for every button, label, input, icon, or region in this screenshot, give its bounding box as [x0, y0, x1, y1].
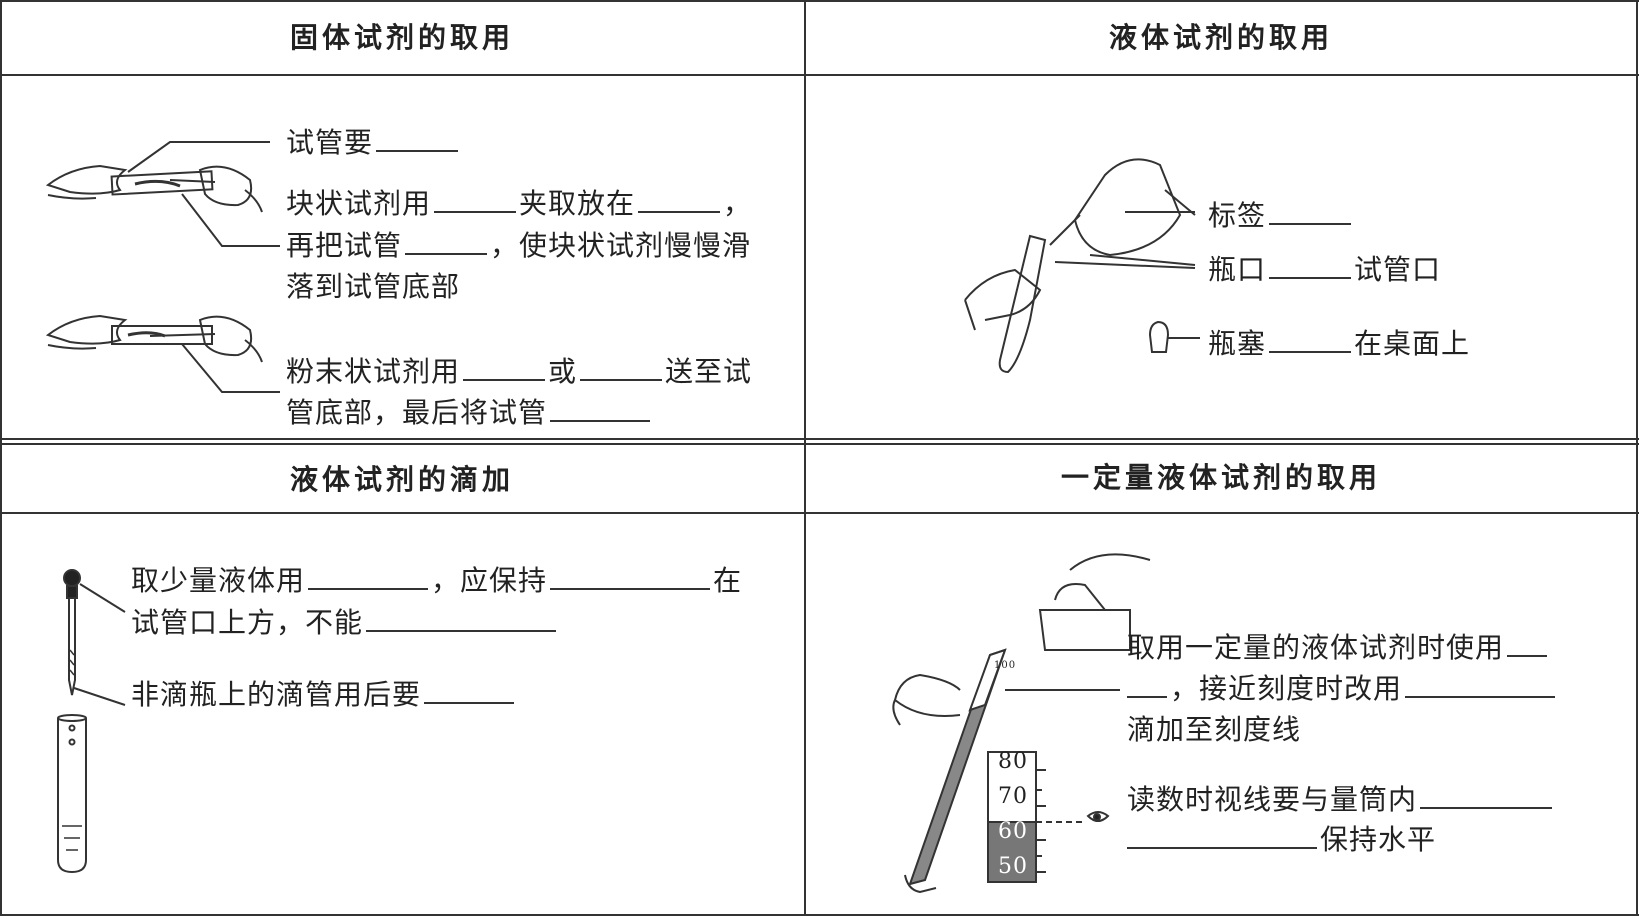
- solid-lump-text-d: 再把试管: [286, 229, 403, 262]
- dropping-text-c: 在: [713, 564, 743, 597]
- dropping-text-d: 试管口上方，不能: [131, 606, 364, 639]
- measured-text-a: 取用一定量的液体试剂时使用: [1127, 631, 1505, 664]
- header-divider-top: [0, 74, 1639, 76]
- liquid-mouth-text-b: 试管口: [1354, 253, 1442, 286]
- blank[interactable]: [550, 394, 651, 422]
- blank[interactable]: [1127, 670, 1167, 698]
- header-measured: 一定量液体试剂的取用: [1060, 461, 1381, 494]
- lump-illustration: [45, 141, 280, 247]
- liquid-label-text: 标签: [1208, 199, 1267, 232]
- blank[interactable]: [463, 353, 546, 381]
- blank[interactable]: [366, 604, 557, 632]
- solid-lump-text-b: 夹取放在: [519, 187, 636, 220]
- cylinder-illustration: [892, 553, 1151, 894]
- pouring-illustration: [964, 158, 1200, 374]
- column-divider: [804, 0, 806, 916]
- blank[interactable]: [1269, 325, 1352, 353]
- solid-lump-line1: 块状试剂用 夹取放在 ，: [286, 184, 752, 224]
- liquid-stopper-text-a: 瓶塞: [1208, 327, 1267, 360]
- measured-line5: 保持水平: [1127, 820, 1436, 860]
- blank[interactable]: [1127, 821, 1317, 849]
- solid-lump-text-c: ，: [723, 187, 753, 220]
- solid-powder-text-b: 或: [548, 355, 578, 388]
- border-right: [1636, 0, 1638, 916]
- solid-lump-line2: 再把试管 ，使块状试剂慢慢滑: [286, 226, 751, 266]
- dropping-line3: 非滴瓶上的滴管用后要: [131, 675, 517, 715]
- blank[interactable]: [308, 562, 429, 590]
- dropping-line2: 试管口上方，不能: [131, 603, 559, 643]
- blank[interactable]: [550, 562, 711, 590]
- liquid-stopper-line: 瓶塞 在桌面上: [1208, 324, 1470, 364]
- row-divider-2: [0, 443, 1639, 445]
- header-divider-bottom: [0, 512, 1639, 514]
- solid-powder-line1: 粉末状试剂用 或 送至试: [286, 352, 752, 392]
- liquid-label-line: 标签: [1208, 196, 1354, 236]
- blank[interactable]: [424, 676, 515, 704]
- measured-line4: 读数时视线要与量筒内: [1127, 780, 1555, 820]
- blank[interactable]: [1405, 670, 1556, 698]
- blank[interactable]: [1269, 197, 1352, 225]
- blank[interactable]: [376, 124, 459, 152]
- scale-80: 80: [998, 749, 1028, 774]
- cylinder-top-mark: 100: [994, 660, 1017, 671]
- measured-text-c: 读数时视线要与量筒内: [1127, 783, 1418, 816]
- solid-powder-text-c: 送至试: [665, 355, 753, 388]
- solid-lump-text-e: ，使块状试剂慢慢滑: [490, 229, 752, 262]
- border-bottom: [0, 914, 1639, 916]
- border-top: [0, 0, 1639, 2]
- blank[interactable]: [405, 227, 488, 255]
- dropping-line1: 取少量液体用 ，应保持 在: [131, 561, 742, 601]
- scale-70: 70: [998, 784, 1028, 809]
- blank[interactable]: [1420, 781, 1553, 809]
- measured-line3: 滴加至刻度线: [1127, 713, 1302, 746]
- liquid-mouth-line: 瓶口 试管口: [1208, 250, 1441, 290]
- scale-60: 60: [998, 819, 1028, 844]
- solid-tube-tilt: 试管要: [286, 123, 461, 163]
- dropping-text-e: 非滴瓶上的滴管用后要: [131, 678, 422, 711]
- dropping-text-a: 取少量液体用: [131, 564, 306, 597]
- blank[interactable]: [434, 185, 517, 213]
- blank[interactable]: [638, 185, 721, 213]
- solid-powder-line2: 管底部，最后将试管: [286, 393, 653, 433]
- measured-text-d: 保持水平: [1320, 823, 1437, 856]
- powder-illustration: [45, 314, 280, 393]
- measured-line2: ，接近刻度时改用: [1127, 669, 1558, 709]
- solid-powder-text-d: 管底部，最后将试管: [286, 396, 548, 429]
- dropping-text-b: ，应保持: [431, 564, 548, 597]
- liquid-mouth-text-a: 瓶口: [1208, 253, 1267, 286]
- measured-text-b: ，接近刻度时改用: [1170, 672, 1403, 705]
- blank[interactable]: [580, 353, 663, 381]
- solid-lump-line3: 落到试管底部: [286, 270, 461, 303]
- liquid-stopper-text-b: 在桌面上: [1354, 327, 1471, 360]
- header-dropping: 液体试剂的滴加: [289, 463, 514, 496]
- solid-powder-text-a: 粉末状试剂用: [286, 355, 461, 388]
- solid-lump-text-a: 块状试剂用: [286, 187, 432, 220]
- measured-line1: 取用一定量的液体试剂时使用: [1127, 628, 1550, 668]
- header-solid: 固体试剂的取用: [289, 21, 514, 54]
- border-left: [0, 0, 2, 916]
- header-liquid: 液体试剂的取用: [1108, 21, 1333, 54]
- blank[interactable]: [1269, 251, 1352, 279]
- dropper-illustration: [57, 569, 126, 874]
- row-divider: [0, 438, 1639, 440]
- solid-tube-tilt-text: 试管要: [286, 126, 374, 159]
- blank[interactable]: [1507, 629, 1548, 657]
- scale-50: 50: [998, 854, 1028, 879]
